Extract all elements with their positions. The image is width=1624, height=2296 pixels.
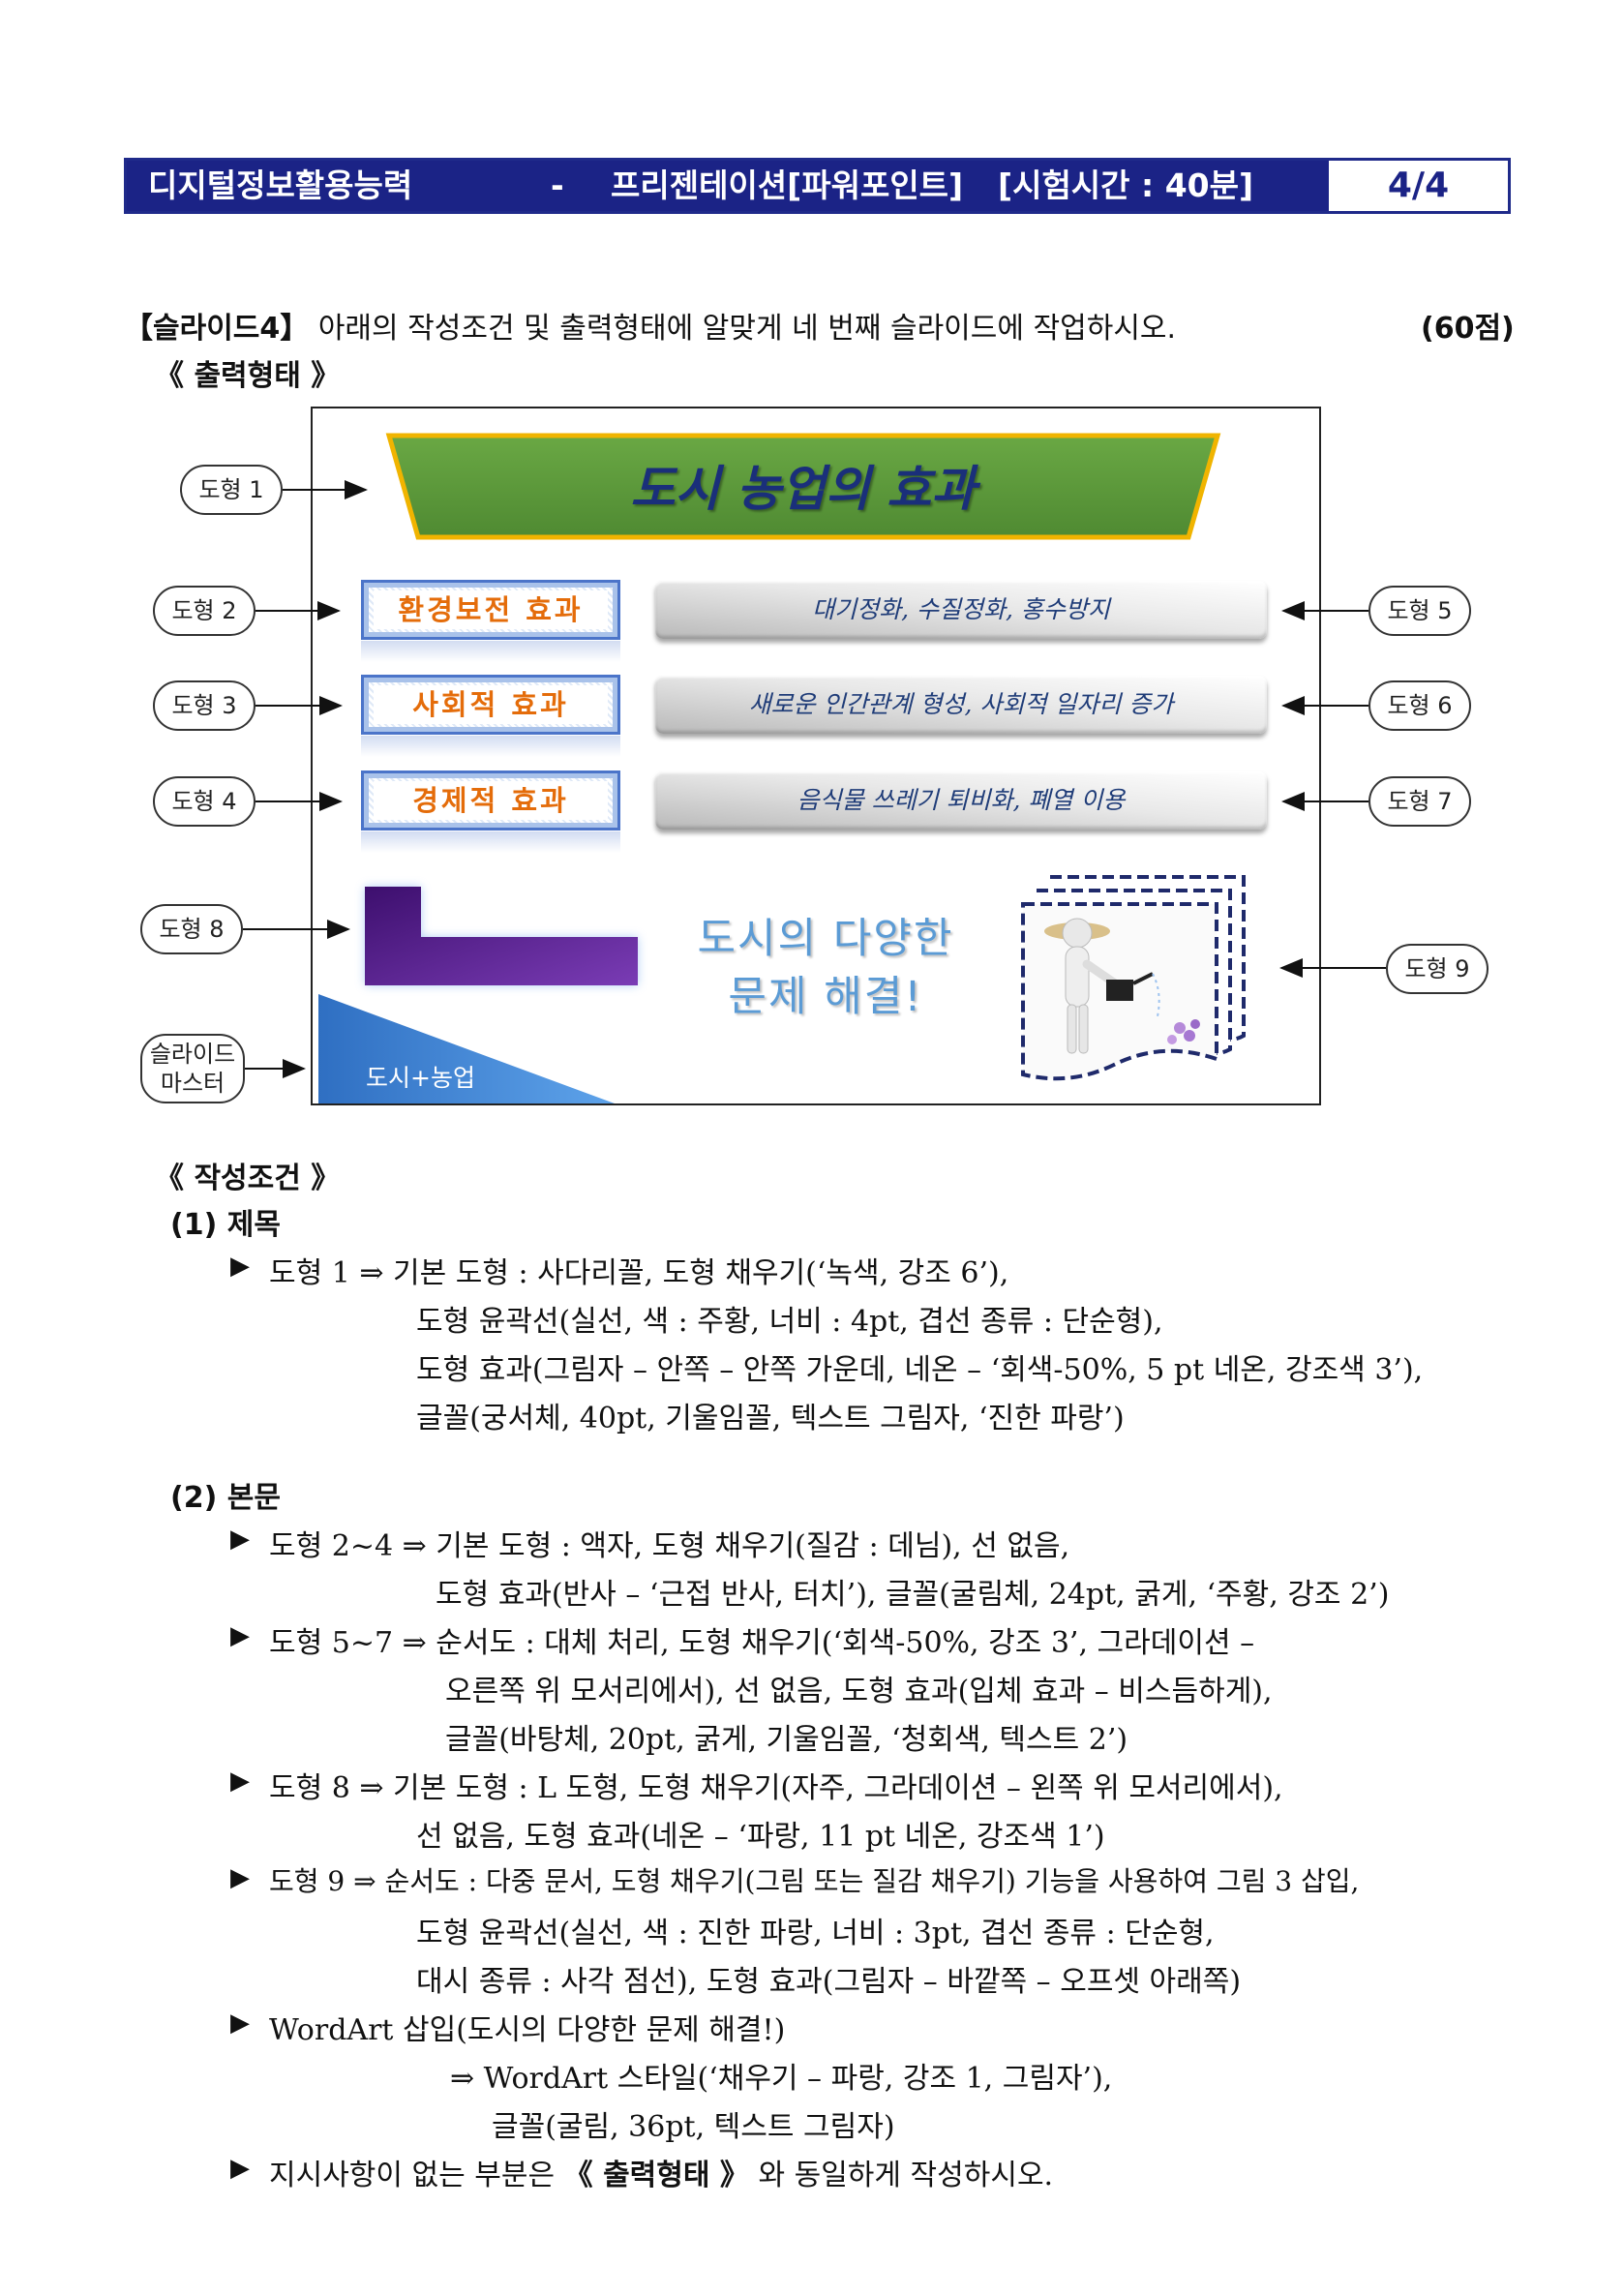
effect-reflection-1 <box>361 641 620 662</box>
condition-s2-a-line-2: 도형 효과(반사 – ‘근접 반사, 터치’), 글꼴(굴림체, 24pt, 굵… <box>436 1578 1390 1612</box>
instruction-text: 아래의 작성조건 및 출력형태에 알맞게 네 번째 슬라이드에 작업하시오. <box>317 312 1177 346</box>
description-text-2: 새로운 인간관계 형성, 사회적 일자리 증가 <box>748 690 1174 718</box>
callout-arrows <box>243 480 1386 1078</box>
callout-shape-5: 도형 5 <box>1368 586 1471 636</box>
master-text: 도시+농업 <box>366 1064 475 1092</box>
callout-master-line-2: 마스터 <box>160 1070 226 1097</box>
condition-final-a: 지시사항이 없는 부분은 <box>269 2159 556 2192</box>
condition-final-b: 《 출력형태 》 <box>563 2159 749 2192</box>
title-trapezoid <box>385 433 1221 540</box>
callout-shape-2: 도형 2 <box>153 586 256 636</box>
effect-reflection-3 <box>361 831 620 853</box>
description-box-1: 대기정화, 수질정화, 홍수방지 <box>655 581 1267 639</box>
condition-s2-b-line-3: 글꼴(바탕체, 20pt, 굵게, 기울임꼴, ‘청회색, 텍스트 2’) <box>445 1723 1128 1757</box>
effect-frame-2: 사회적 효과 <box>361 675 620 735</box>
header-title-area: 디지털정보활용능력 - 프리젠테이션[파워포인트] [시험시간 : 40분] <box>127 161 1327 211</box>
section-title-1: (1) 제목 <box>170 1208 281 1242</box>
condition-s2-c-line-1: 도형 8 ⇒ 기본 도형 : L 도형, 도형 채우기(자주, 그라데이션 – … <box>269 1771 1283 1805</box>
condition-s2-a-line-1: 도형 2~4 ⇒ 기본 도형 : 액자, 도형 채우기(질감 : 데님), 선 … <box>269 1529 1070 1563</box>
condition-s1-line-4: 글꼴(궁서체, 40pt, 기울임꼴, 텍스트 그림자, ‘진한 파랑’) <box>416 1402 1125 1435</box>
wordart-line-2: 문제 해결! <box>728 973 923 1021</box>
effect-label-2: 사회적 효과 <box>412 688 569 721</box>
condition-s2-b-line-1: 도형 5~7 ⇒ 순서도 : 대체 처리, 도형 채우기(‘회색-50%, 강조… <box>269 1626 1255 1660</box>
instruction-points: (60점) <box>1421 312 1515 346</box>
effect-frame-3: 경제적 효과 <box>361 770 620 831</box>
callout-shape-6: 도형 6 <box>1368 680 1471 731</box>
condition-s2-d-line-2: 도형 윤곽선(실선, 색 : 진한 파랑, 너비 : 3pt, 겹선 종류 : … <box>416 1917 1215 1950</box>
slide-preview: 도시 농업의 효과 환경보전 효과 사회적 효과 경제적 효과 대기정화, 수질… <box>311 407 1321 1105</box>
description-text-3: 음식물 쓰레기 퇴비화, 폐열 이용 <box>797 786 1126 814</box>
condition-final-c: 와 동일하게 작성하시오. <box>758 2159 1054 2192</box>
description-text-1: 대기정화, 수질정화, 홍수방지 <box>812 595 1110 623</box>
callout-slide-master: 슬라이드 마스터 <box>140 1034 245 1103</box>
bullet-2: ▶ <box>230 1525 250 1554</box>
condition-s2-c-line-2: 선 없음, 도형 효과(네온 – ‘파랑, 11 pt 네온, 강조색 1’) <box>416 1820 1105 1854</box>
description-box-3: 음식물 쓰레기 퇴비화, 폐열 이용 <box>655 771 1267 830</box>
bullet-4: ▶ <box>230 1767 250 1796</box>
condition-s2-e-line-1: WordArt 삽입(도시의 다양한 문제 해결!) <box>269 2013 786 2047</box>
callout-master-line-1: 슬라이드 <box>149 1041 236 1068</box>
exam-header: 디지털정보활용능력 - 프리젠테이션[파워포인트] [시험시간 : 40분] 4… <box>124 158 1511 214</box>
callout-shape-3: 도형 3 <box>153 680 256 731</box>
condition-s2-e-line-2: ⇒ WordArt 스타일(‘채우기 – 파랑, 강조 1, 그림자’), <box>450 2062 1113 2096</box>
effect-label-3: 경제적 효과 <box>412 784 569 817</box>
callout-shape-7: 도형 7 <box>1368 776 1471 827</box>
callout-shape-1: 도형 1 <box>180 465 283 515</box>
output-heading: 《 출력형태 》 <box>155 359 341 393</box>
condition-s2-e-line-3: 글꼴(굴림, 36pt, 텍스트 그림자) <box>492 2110 895 2144</box>
section-title-2: (2) 본문 <box>170 1481 281 1515</box>
condition-s1-line-1: 도형 1 ⇒ 기본 도형 : 사다리꼴, 도형 채우기(‘녹색, 강조 6’), <box>269 1256 1009 1290</box>
callout-shape-9: 도형 9 <box>1386 944 1489 994</box>
condition-s2-d-line-1: 도형 9 ⇒ 순서도 : 다중 문서, 도형 채우기(그림 또는 질감 채우기)… <box>269 1865 1360 1897</box>
header-dash: - <box>551 166 564 204</box>
header-page: 4/4 <box>1329 161 1508 211</box>
bullet-1: ▶ <box>230 1252 250 1281</box>
header-time: [시험시간 : 40분] <box>998 166 1254 204</box>
wordart: 도시의 다양한 문제 해결! <box>671 910 980 1026</box>
l-shape <box>365 887 638 985</box>
condition-s1-line-3: 도형 효과(그림자 – 안쪽 – 안쪽 가운데, 네온 – ‘회색-50%, 5… <box>416 1353 1424 1387</box>
condition-final: 지시사항이 없는 부분은 《 출력형태 》 와 동일하게 작성하시오. <box>269 2151 1053 2193</box>
callout-shape-4: 도형 4 <box>153 776 256 827</box>
bullet-7: ▶ <box>230 2154 250 2183</box>
bullet-5: ▶ <box>230 1863 250 1892</box>
multi-document-picture <box>1021 875 1246 1081</box>
effect-frame-1: 환경보전 효과 <box>361 580 620 640</box>
instruction-line: 【슬라이드4】 아래의 작성조건 및 출력형태에 알맞게 네 번째 슬라이드에 … <box>124 304 1176 347</box>
slide-title: 도시 농업의 효과 <box>630 460 977 517</box>
effect-reflection-2 <box>361 736 620 757</box>
condition-s2-d-line-3: 대시 종류 : 사각 점선), 도형 효과(그림자 – 바깥쪽 – 오프셋 아래… <box>416 1965 1242 1999</box>
header-course: 프리젠테이션[파워포인트] <box>611 166 964 204</box>
condition-s1-line-2: 도형 윤곽선(실선, 색 : 주황, 너비 : 4pt, 겹선 종류 : 단순형… <box>416 1305 1163 1339</box>
condition-s2-b-line-2: 오른쪽 위 모서리에서), 선 없음, 도형 효과(입체 효과 – 비스듬하게)… <box>445 1675 1273 1708</box>
bullet-3: ▶ <box>230 1621 250 1650</box>
description-box-2: 새로운 인간관계 형성, 사회적 일자리 증가 <box>655 676 1267 734</box>
header-subject: 디지털정보활용능력 <box>148 166 413 204</box>
bullet-6: ▶ <box>230 2009 250 2038</box>
wordart-line-1: 도시의 다양한 <box>697 915 954 963</box>
master-triangle <box>318 994 615 1103</box>
conditions-heading: 《 작성조건 》 <box>155 1162 341 1195</box>
instruction-lead: 【슬라이드4】 <box>124 312 310 346</box>
effect-label-1: 환경보전 효과 <box>398 593 584 626</box>
callout-shape-8: 도형 8 <box>140 904 243 954</box>
